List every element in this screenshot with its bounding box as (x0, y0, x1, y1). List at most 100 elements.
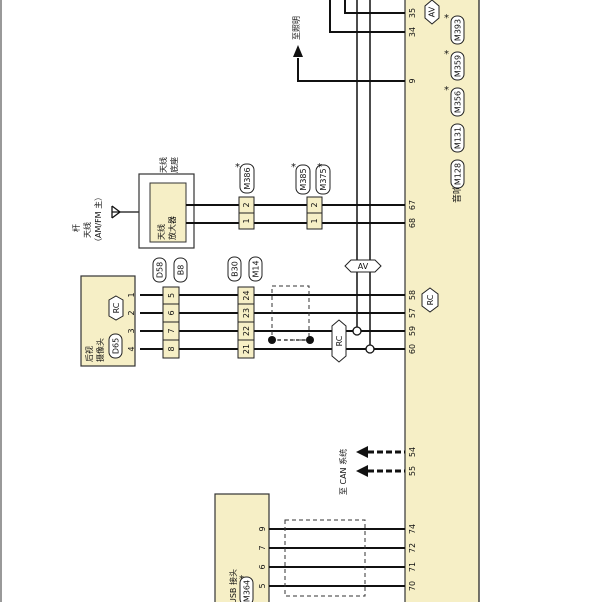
av-junction-2 (365, 344, 375, 354)
svg-text:2: 2 (310, 202, 319, 207)
audio-unit-av-tag: AV (424, 0, 440, 25)
pin-34: 34 (408, 27, 417, 37)
pin-60: 60 (408, 344, 417, 354)
audio-unit-connector-m356: M356 * (444, 85, 465, 117)
svg-text:M14: M14 (252, 260, 261, 277)
shield-ground (268, 336, 314, 344)
svg-text:M128: M128 (454, 163, 463, 185)
rear-camera-pin-4: 4 (127, 346, 136, 351)
antenna-section: 杆 天线 （AM/FM 主） 天线 底座 天线 放大器 M386 * 2 1 M… (71, 157, 405, 249)
usb-label: USB 接头 (228, 569, 238, 602)
pin-74: 74 (408, 524, 417, 534)
svg-text:2: 2 (242, 202, 251, 207)
rear-camera-rc-tag: RC (108, 295, 124, 321)
svg-text:7: 7 (167, 328, 176, 333)
svg-text:B8: B8 (177, 265, 186, 276)
rear-camera-label-1: 后视 (84, 346, 94, 362)
audio-unit-connector-m359: M359 * (444, 49, 465, 81)
usb-shield-dashed-box (284, 519, 366, 597)
audio-unit-star-m359: * (444, 49, 449, 60)
junction-d58-b8: D58 B8 5 6 7 8 (152, 257, 188, 359)
av-junction-1 (352, 326, 362, 336)
usb-pin-9: 9 (258, 526, 267, 531)
audio-unit-star-m356: * (444, 85, 449, 96)
pin-67: 67 (408, 200, 417, 210)
illumination-wire: 至照明 (292, 16, 405, 82)
pin-35: 35 (408, 8, 417, 18)
av-shield-lines (356, 0, 371, 349)
svg-text:1: 1 (242, 218, 251, 223)
antenna-base-label-2: 底座 (169, 157, 179, 173)
usb-wires (269, 528, 405, 587)
rear-camera-pin-2: 2 (127, 310, 136, 315)
pin-59: 59 (408, 326, 417, 336)
svg-text:*: * (317, 162, 322, 173)
rear-camera-box (80, 275, 136, 367)
usb-section: USB 接头 * M364 9 7 6 5 (214, 493, 405, 602)
svg-text:*: * (291, 162, 296, 173)
pin-71: 71 (408, 562, 417, 572)
svg-text:22: 22 (242, 326, 251, 336)
pin-68: 68 (408, 218, 417, 228)
antenna-wires (186, 204, 405, 224)
usb-pin-6: 6 (258, 564, 267, 569)
rear-camera-label-2: 摄像头 (95, 338, 105, 362)
usb-pin-5: 5 (258, 583, 267, 588)
pin-54: 54 (408, 447, 417, 457)
svg-text:D58: D58 (156, 262, 165, 278)
svg-text:8: 8 (167, 346, 176, 351)
audio-unit: 音响单元 M128 M131 M356 * M359 * M393 * A (404, 0, 480, 602)
svg-text:AV: AV (358, 262, 369, 271)
pin-72: 72 (408, 543, 417, 553)
av-tag-mid: AV (344, 259, 382, 273)
antenna-rod-label-3: （AM/FM 主） (93, 193, 103, 246)
audio-unit-connector-m128: M128 (450, 159, 465, 189)
svg-text:1: 1 (310, 218, 319, 223)
antenna-rod-label-2: 天线 (82, 222, 92, 238)
rear-camera-pin-3: 3 (127, 328, 136, 333)
svg-text:M131: M131 (454, 127, 463, 149)
svg-text:AV: AV (428, 6, 437, 17)
can-label: 至 CAN 系统 (338, 449, 348, 495)
antenna-rod-label-1: 杆 (71, 224, 81, 232)
svg-text:M364: M364 (243, 580, 252, 602)
illumination-label: 至照明 (292, 16, 301, 40)
svg-text:6: 6 (167, 310, 176, 315)
can-arrow-1 (356, 446, 368, 458)
svg-text:M393: M393 (454, 19, 463, 41)
audio-unit-rc-tag: RC (421, 287, 439, 313)
svg-text:*: * (235, 162, 240, 173)
shield-dashed-box (271, 285, 310, 341)
svg-text:RC: RC (335, 335, 344, 346)
svg-text:M386: M386 (243, 167, 252, 189)
svg-text:M385: M385 (299, 168, 308, 190)
audio-unit-connector-m131: M131 (450, 123, 465, 153)
antenna-amp-box (149, 182, 187, 243)
pin-9: 9 (408, 78, 417, 83)
svg-text:RC: RC (112, 302, 121, 313)
audio-unit-connector-m393: M393 * (444, 13, 465, 45)
svg-text:RC: RC (426, 294, 435, 305)
pin-57: 57 (408, 308, 417, 318)
svg-text:24: 24 (242, 290, 251, 300)
pin-55: 55 (408, 466, 417, 476)
top-wires (329, 0, 405, 33)
rear-camera-section: 后视 摄像头 D65 RC 1 2 3 4 (80, 275, 136, 367)
illumination-arrow (293, 45, 303, 57)
svg-text:M359: M359 (454, 55, 463, 77)
rear-camera-pin-1: 1 (127, 292, 136, 297)
antenna-amp-label-1: 天线 (156, 224, 166, 240)
usb-pin-7: 7 (258, 545, 267, 550)
pin-58: 58 (408, 290, 417, 300)
connector-m386: M386 * 2 1 (235, 162, 255, 230)
svg-text:B30: B30 (231, 261, 240, 277)
rear-camera-connector-d65: D65 (108, 333, 123, 359)
antenna-rod-icon (111, 205, 139, 219)
svg-text:5: 5 (167, 293, 176, 298)
pin-70: 70 (408, 581, 417, 591)
junction-b30-m14: B30 M14 24 23 22 21 (227, 256, 263, 359)
connector-m385-m375: M385 * M375 * 2 1 (291, 162, 331, 230)
can-section: 至 CAN 系统 (338, 446, 405, 495)
antenna-base-label-1: 天线 (158, 157, 168, 173)
